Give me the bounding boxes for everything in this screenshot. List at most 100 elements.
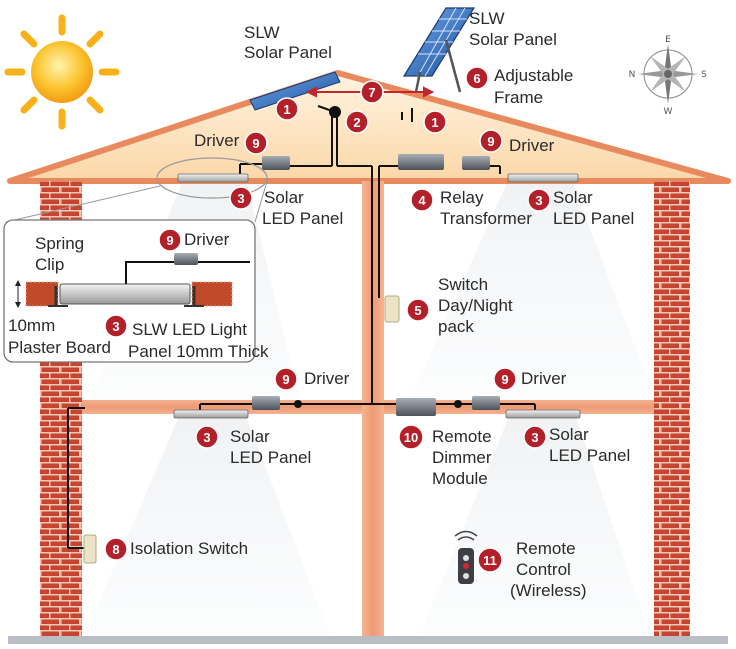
badge-3-floor-right: 3 [523,425,547,449]
svg-text:3: 3 [203,430,210,445]
svg-text:9: 9 [282,372,289,387]
remote-control-icon [454,530,478,584]
svg-text:9: 9 [252,136,259,151]
badge-3-floor-left: 3 [195,425,219,449]
label-solar-led-attic-right-2: LED Panel [553,209,634,228]
svg-text:9: 9 [166,233,173,248]
label-solar-led-attic-right-1: Solar [553,188,593,207]
label-switch-2: Day/Night [438,296,513,315]
badge-4: 4 [410,188,434,212]
solar-panel-right [402,7,476,93]
remote-dimmer-module [396,398,436,416]
label-inset-panel-2: Panel 10mm Thick [128,342,269,361]
isolation-switch [83,534,97,564]
label-remote-2: Control [516,560,571,579]
label-solar-led-floor-left-2: LED Panel [230,448,311,467]
label-relay-1: Relay [440,188,484,207]
badge-5: 5 [406,298,430,322]
driver-attic-right [462,156,490,170]
label-driver-attic-right: Driver [509,136,555,155]
svg-text:3: 3 [531,430,538,445]
badge-8: 8 [104,537,128,561]
label-solar-panel-right-1: SLW [469,9,505,28]
svg-text:8: 8 [112,542,119,557]
badge-1-left: 1 [275,97,299,121]
svg-text:3: 3 [237,191,244,206]
label-relay-2: Transformer [440,209,532,228]
inset-driver [174,253,198,265]
svg-text:4: 4 [418,193,426,208]
label-solar-led-floor-right-1: Solar [549,425,589,444]
label-solar-led-attic-left-2: LED Panel [262,209,343,228]
compass-e: S [701,70,707,80]
compass-w: N [629,70,636,80]
label-dimmer-1: Remote [432,427,492,446]
plaster-board-left [26,282,58,306]
svg-text:7: 7 [368,85,375,100]
badge-7: 7 [360,80,384,104]
badge-9-floor-left: 9 [274,367,298,391]
compass-icon: E S W N [629,35,708,117]
solar-led-panel-floor-right [505,409,581,419]
plaster-board-right [192,282,232,306]
badge-10: 10 [398,424,424,450]
labels: SLW Solar Panel SLW Solar Panel Adjustab… [8,9,634,600]
badge-3-inset: 3 [104,314,128,338]
day-night-switch [384,295,400,323]
label-solar-panel-right-2: Solar Panel [469,30,557,49]
badge-6: 6 [465,66,489,90]
driver-floor-left [252,396,280,410]
label-spring-clip-1: Spring [35,234,84,253]
svg-text:11: 11 [483,553,497,568]
label-remote-3: (Wireless) [510,581,587,600]
label-solar-panel-left-1: SLW [244,23,280,42]
label-driver-attic-left: Driver [194,131,240,150]
label-driver-floor-left: Driver [304,369,350,388]
label-inset-driver: Driver [184,230,230,249]
svg-text:9: 9 [487,134,494,149]
svg-text:1: 1 [283,102,290,117]
label-inset-panel-1: SLW LED Light [132,320,247,339]
ground [8,636,728,644]
label-dimmer-2: Dimmer [432,448,492,467]
label-frame-1: Adjustable [494,66,573,85]
solar-led-panel-floor-left [173,409,249,419]
label-spring-clip-2: Clip [35,255,64,274]
solar-led-panel-attic-right [507,173,579,183]
badge-11: 11 [477,547,503,573]
label-solar-led-attic-left-1: Solar [264,188,304,207]
solar-led-panel-attic-left [177,173,249,183]
relay-transformer [398,154,444,170]
label-plaster-2: Plaster Board [8,338,111,357]
label-driver-floor-right: Driver [521,369,567,388]
junction-box [329,106,341,118]
driver-attic-left [262,156,290,170]
label-switch-3: pack [438,317,474,336]
label-dimmer-3: Module [432,469,488,488]
badge-9-floor-right: 9 [493,367,517,391]
badge-9-attic-left: 9 [244,131,268,155]
brick-pillar-right [654,181,690,636]
label-solar-led-floor-right-2: LED Panel [549,446,630,465]
compass-n: E [665,35,671,45]
svg-text:6: 6 [473,71,480,86]
label-plaster-1: 10mm [8,316,55,335]
inset-detail [3,157,269,363]
compass-s: W [664,107,673,117]
badge-9-inset: 9 [158,228,182,252]
label-switch-1: Switch [438,275,488,294]
svg-text:2: 2 [353,115,360,130]
label-frame-2: Frame [494,88,543,107]
badge-9-attic-right: 9 [479,129,503,153]
badge-3-attic-left: 3 [229,186,253,210]
svg-text:10: 10 [404,430,418,445]
badge-3-attic-right: 3 [527,188,551,212]
inset-led-panel [59,283,191,305]
junction-dot [454,400,462,408]
sun-icon [4,14,120,130]
badge-1-right: 1 [423,110,447,134]
badge-2: 2 [345,110,369,134]
svg-text:3: 3 [535,193,542,208]
number-badges: 1 7 2 1 6 9 9 3 4 3 9 3 5 9 9 3 10 3 8 1… [104,66,551,573]
